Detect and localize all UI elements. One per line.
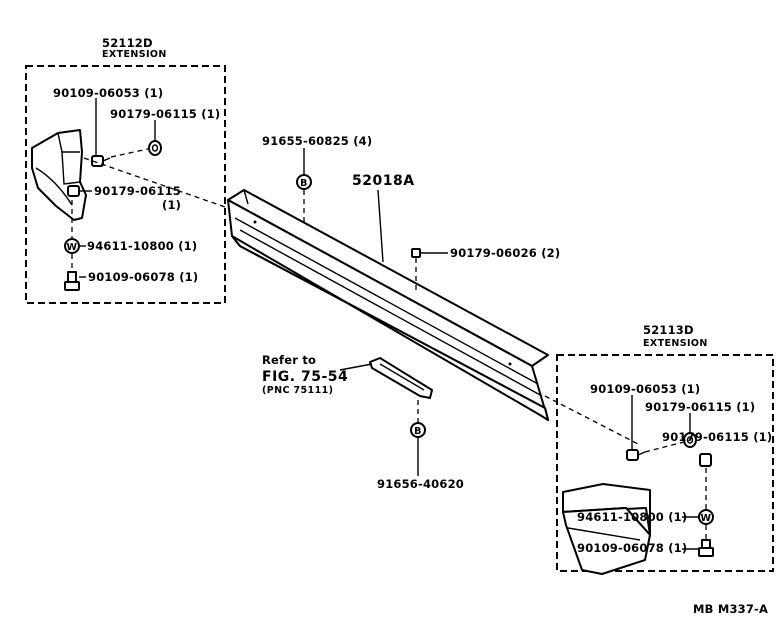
right-washer-label: 94611-10800 (1) <box>577 510 687 524</box>
left-group-border <box>25 65 226 304</box>
left-nut-middle <box>67 185 80 197</box>
right-washer-letter: W <box>701 513 712 524</box>
right-nut-middle <box>699 453 712 467</box>
bottom-clip-label: 91656-40620 <box>377 477 464 491</box>
left-bolt-label: 90109-06078 (1) <box>88 270 198 284</box>
left-washer-label: 94611-10800 (1) <box>87 239 197 253</box>
left-nut-middle-qty: (1) <box>162 198 181 212</box>
left-washer: W <box>64 238 80 254</box>
left-nut-top <box>148 140 162 156</box>
left-group-part-no: 52112D <box>102 36 153 50</box>
bottom-clip: B <box>410 422 426 438</box>
refer-line-1: Refer to <box>262 353 316 367</box>
left-screw-label: 90109-06053 (1) <box>53 86 163 100</box>
left-nut-middle-label: 90179-06115 <box>94 184 181 198</box>
bottom-clip-letter: B <box>414 426 422 437</box>
top-clip: B <box>296 174 312 190</box>
right-nut-top-label: 90179-06115 (1) <box>645 400 755 414</box>
right-bolt <box>698 539 714 557</box>
right-bolt-label: 90109-06078 (1) <box>577 541 687 555</box>
left-screw <box>91 155 111 167</box>
left-extension-part <box>31 129 87 221</box>
right-group-name: EXTENSION <box>643 338 708 349</box>
right-screw <box>626 449 646 461</box>
bumper-reinforcement <box>227 189 549 421</box>
refer-line-3: (PNC 75111) <box>262 385 333 396</box>
left-washer-letter: W <box>67 242 78 253</box>
left-extension-group: 52112D EXTENSION W <box>25 36 229 304</box>
right-group-border <box>556 354 774 572</box>
bracket-strip <box>369 357 433 399</box>
right-nut-middle-label: 90179-06115 (1) <box>662 430 772 444</box>
right-extension-group: 52113D EXTENSION W <box>544 323 774 575</box>
right-group-part-no: 52113D <box>643 323 694 337</box>
top-clip-letter: B <box>300 178 308 189</box>
left-group-name: EXTENSION <box>102 49 167 60</box>
refer-line-2: FIG. 75-54 <box>262 369 348 385</box>
center-nut-label: 90179-06026 (2) <box>450 246 560 260</box>
left-bolt <box>64 271 80 291</box>
bumper-part-no: 52018A <box>352 173 415 189</box>
figure-code: MB M337-A <box>693 602 768 616</box>
top-clip-label: 91655-60825 (4) <box>262 134 372 148</box>
right-washer: W <box>698 509 714 525</box>
right-extension-part <box>562 483 651 575</box>
right-screw-label: 90109-06053 (1) <box>590 382 700 396</box>
center-nut <box>411 248 421 258</box>
left-nut-top-label: 90179-06115 (1) <box>110 107 220 121</box>
